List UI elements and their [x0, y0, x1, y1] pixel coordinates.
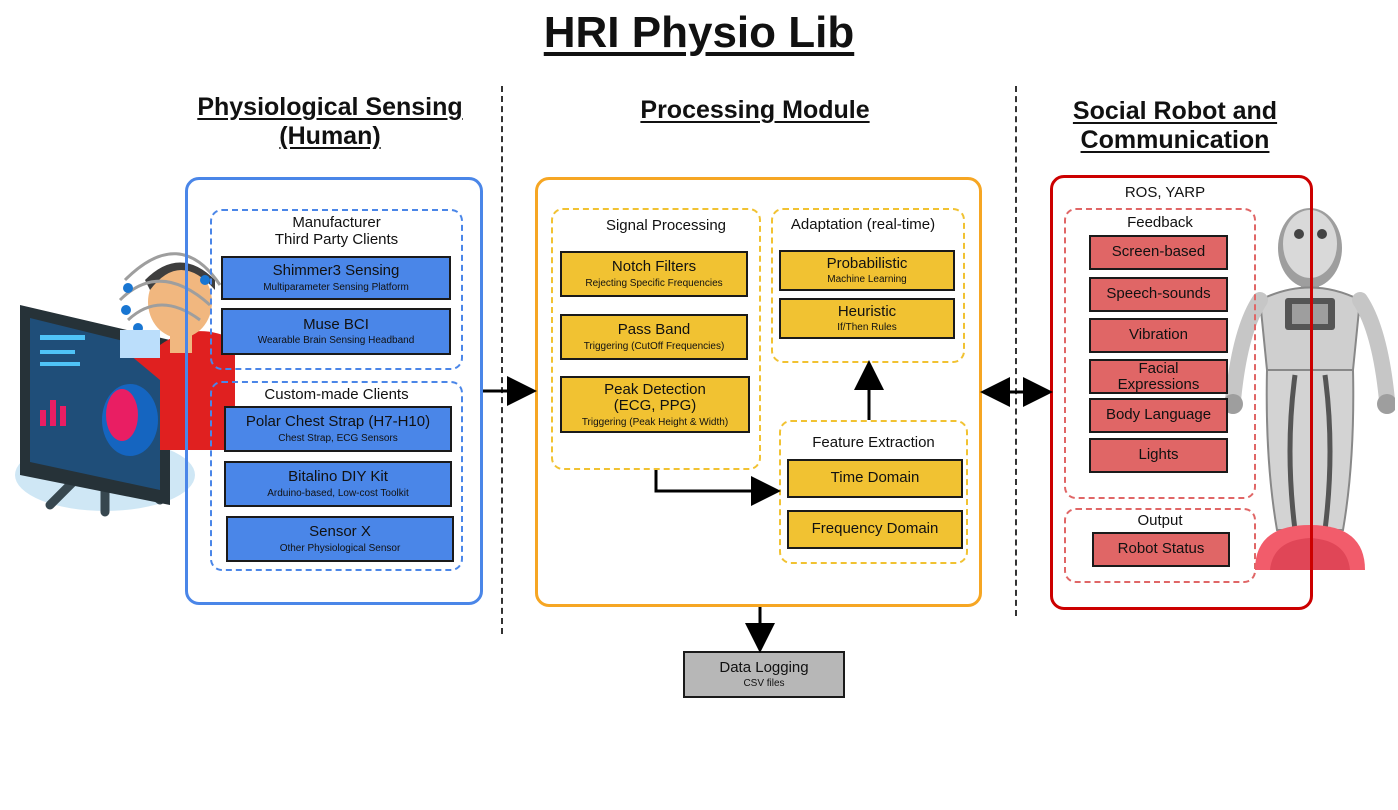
- signal-to-feature-arrow: [654, 470, 781, 506]
- feedback-group: [1064, 208, 1256, 499]
- bitalino-diy-kit-box: Bitalino DIY Kit Arduino-based, Low-cost…: [224, 461, 452, 507]
- lights-box: Lights: [1089, 438, 1228, 473]
- vibration-label: Vibration: [1129, 326, 1188, 344]
- probabilistic-box: Probabilistic Machine Learning: [779, 250, 955, 291]
- processing-column-title: Processing Module: [640, 96, 870, 124]
- body-language-box: Body Language: [1089, 398, 1228, 433]
- polar-chest-strap-label: Polar Chest Strap (H7-H10): [245, 413, 431, 431]
- facial-expressions-box: Facial Expressions: [1089, 359, 1228, 394]
- screen-based-box: Screen-based: [1089, 235, 1228, 270]
- data-logging-label: Data Logging: [719, 658, 809, 676]
- feature-extraction-label: Feature Extraction: [812, 434, 935, 451]
- heuristic-box: Heuristic If/Then Rules: [779, 298, 955, 339]
- sensing-column-title: Physiological Sensing (Human): [197, 93, 463, 150]
- ros-yarp-label: ROS, YARP: [1124, 184, 1206, 201]
- screen-based-label: Screen-based: [1111, 243, 1206, 261]
- output-group: [1064, 508, 1256, 583]
- frequency-domain-box: Frequency Domain: [787, 510, 963, 549]
- sensor-x-subtitle: Other Physiological Sensor: [279, 542, 401, 554]
- custom-clients-label: Custom-made Clients: [264, 386, 409, 403]
- robot-column-title: Social Robot and Communication: [1072, 97, 1278, 154]
- polar-chest-strap-box: Polar Chest Strap (H7-H10) Chest Strap, …: [224, 406, 452, 452]
- sensor-x-label: Sensor X: [309, 523, 371, 541]
- sensing-panel: [185, 177, 483, 605]
- adaptation-label: Adaptation (real-time): [790, 216, 936, 233]
- speech-sounds-label: Speech-sounds: [1106, 285, 1211, 303]
- signal-processing-group: [551, 208, 761, 470]
- shimmer3-sensing-subtitle: Multiparameter Sensing Platform: [263, 281, 409, 293]
- custom-clients-group: [210, 381, 463, 571]
- time-domain-box: Time Domain: [787, 459, 963, 498]
- speech-sounds-box: Speech-sounds: [1089, 277, 1228, 312]
- body-language-label: Body Language: [1105, 406, 1212, 424]
- notch-filters-label: Notch Filters: [611, 258, 697, 276]
- facial-expressions-label: Facial Expressions: [1117, 359, 1200, 393]
- data-logging-box: Data Logging CSV files: [683, 651, 845, 698]
- robot-status-label: Robot Status: [1117, 540, 1205, 558]
- notch-filters-box: Notch Filters Rejecting Specific Frequen…: [560, 251, 748, 297]
- bitalino-diy-kit-label: Bitalino DIY Kit: [288, 468, 388, 486]
- muse-bci-box: Muse BCI Wearable Brain Sensing Headband: [221, 308, 451, 355]
- shimmer3-sensing-box: Shimmer3 Sensing Multiparameter Sensing …: [221, 256, 451, 300]
- robot-status-box: Robot Status: [1092, 532, 1230, 567]
- peak-detection-label: Peak Detection (ECG, PPG): [604, 380, 706, 414]
- probabilistic-subtitle: Machine Learning: [827, 274, 907, 286]
- signal-processing-label: Signal Processing: [605, 217, 727, 234]
- data-logging-subtitle: CSV files: [743, 678, 785, 690]
- manufacturer-clients-group: [210, 209, 463, 370]
- polar-chest-strap-subtitle: Chest Strap, ECG Sensors: [278, 432, 398, 444]
- output-label: Output: [1137, 512, 1183, 529]
- vibration-box: Vibration: [1089, 318, 1228, 353]
- diagram-title: HRI Physio Lib: [543, 8, 855, 57]
- pass-band-subtitle: Triggering (CutOff Frequencies): [583, 340, 725, 352]
- probabilistic-label: Probabilistic: [826, 254, 908, 272]
- heuristic-subtitle: If/Then Rules: [837, 322, 897, 334]
- muse-bci-subtitle: Wearable Brain Sensing Headband: [257, 335, 415, 347]
- notch-filters-subtitle: Rejecting Specific Frequencies: [585, 277, 723, 289]
- manufacturer-clients-label: Manufacturer Third Party Clients: [274, 214, 399, 248]
- pass-band-label: Pass Band: [617, 321, 691, 339]
- feedback-label: Feedback: [1127, 214, 1193, 231]
- frequency-domain-label: Frequency Domain: [811, 520, 939, 538]
- pass-band-box: Pass Band Triggering (CutOff Frequencies…: [560, 314, 748, 360]
- separator-line-right: [1015, 86, 1017, 616]
- separator-line-left: [501, 86, 503, 634]
- shimmer3-sensing-label: Shimmer3 Sensing: [272, 262, 400, 280]
- muse-bci-label: Muse BCI: [303, 315, 369, 333]
- heuristic-label: Heuristic: [837, 302, 897, 320]
- peak-detection-box: Peak Detection (ECG, PPG) Triggering (Pe…: [560, 376, 750, 433]
- peak-detection-subtitle: Triggering (Peak Height & Width): [581, 416, 729, 428]
- bitalino-diy-kit-subtitle: Arduino-based, Low-cost Toolkit: [267, 487, 409, 499]
- lights-label: Lights: [1138, 446, 1179, 464]
- time-domain-label: Time Domain: [830, 469, 920, 487]
- sensor-x-box: Sensor X Other Physiological Sensor: [226, 516, 454, 562]
- connector-arrows: [483, 360, 1053, 653]
